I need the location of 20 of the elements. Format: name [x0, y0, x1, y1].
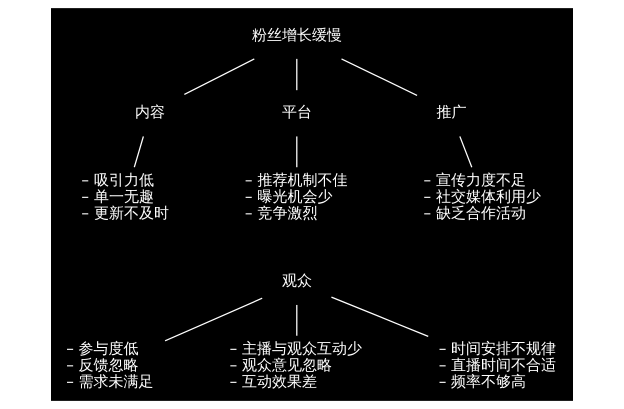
- node-text: 内容: [134, 103, 165, 122]
- node-text: – 推荐机制不佳 – 曝光机会少 – 竞争激烈: [244, 170, 348, 222]
- connector: [296, 304, 298, 336]
- connector: [134, 136, 144, 168]
- connector: [459, 136, 472, 168]
- connector: [296, 58, 298, 90]
- node-text: 粉丝增长缓慢: [252, 26, 342, 44]
- node-text: 推广: [436, 103, 466, 122]
- node-text: – 主播与观众互动少 – 观众意见忽略 – 互动效果差: [230, 340, 362, 390]
- connector: [184, 58, 255, 96]
- node-text: – 参与度低 – 反馈忽略 – 需求未满足: [66, 340, 154, 390]
- node-text: – 宣传力度不足 – 社交媒体利用少 – 缺乏合作活动: [423, 170, 541, 222]
- connector: [341, 58, 418, 96]
- connector: [331, 296, 428, 337]
- node-text: 观众: [282, 272, 312, 290]
- node-text: – 时间安排不规律 – 直播时间不合适 – 频率不够高: [438, 340, 556, 390]
- connector: [296, 136, 298, 168]
- connector: [164, 298, 262, 342]
- node-text: – 吸引力低 – 单一无趣 – 更新不及时: [81, 170, 169, 222]
- node-text: 平台: [282, 103, 312, 122]
